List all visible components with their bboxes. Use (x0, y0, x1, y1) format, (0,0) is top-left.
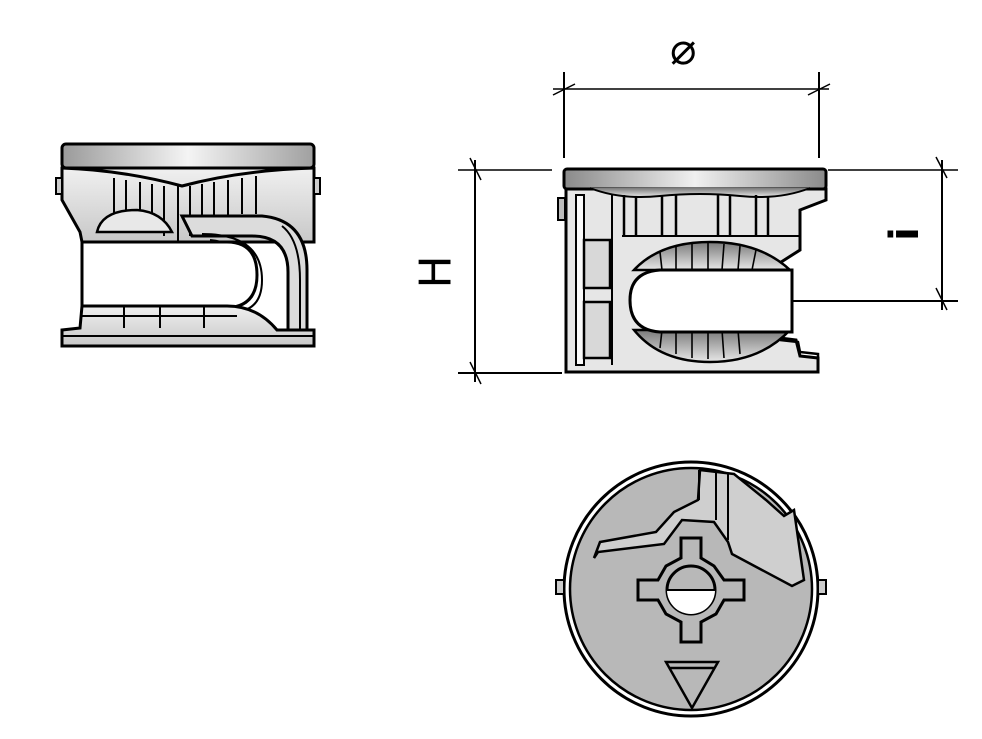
height-label: H (410, 255, 462, 289)
front-view-part (557, 167, 828, 374)
diameter-label: ⌀ (670, 24, 697, 75)
side-view-drawing (55, 142, 321, 348)
front-view (458, 72, 958, 385)
top-view (555, 460, 827, 720)
front-view-drawing (458, 72, 958, 385)
side-view (52, 140, 322, 352)
height-dimension (458, 157, 562, 385)
top-view-drawing (555, 460, 827, 718)
diameter-dimension (552, 72, 831, 158)
offset-dimension (792, 156, 958, 311)
offset-label: i (881, 227, 928, 241)
